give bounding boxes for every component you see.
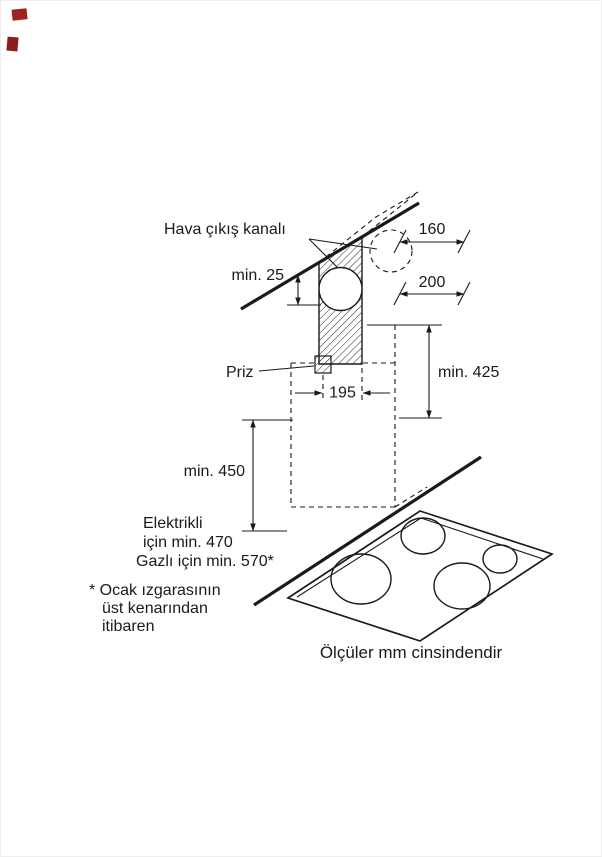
asterisk-note-line3: itibaren: [102, 618, 154, 635]
socket-leader-line: [258, 365, 315, 372]
distance-notes: Elektrikli için min. 470 Gazlı için min.…: [136, 515, 274, 570]
dim-160: 160: [393, 221, 471, 254]
dim-min-425: min. 425: [367, 324, 499, 419]
dim-min-425-label: min. 425: [438, 364, 499, 381]
dim-195: 195: [295, 368, 390, 402]
duct-projection-dashed: [318, 191, 419, 273]
duct-hole: [318, 266, 363, 312]
cooktop-outline: [286, 510, 554, 642]
dim-200-label: 200: [419, 274, 446, 291]
dim-min-25: min. 25: [232, 267, 321, 306]
asterisk-note-line2: üst kenarından: [102, 600, 208, 617]
dim-195-label: 195: [329, 385, 356, 402]
cooktop: [286, 510, 554, 642]
counter-line: [253, 455, 482, 607]
footer-label: Ölçüler mm cinsindendir: [320, 643, 503, 662]
burner-front-left: [330, 553, 392, 605]
red-mark-2: [6, 36, 19, 52]
asterisk-note-line1: * Ocak ızgarasının: [89, 582, 221, 599]
dim-min-450: min. 450: [184, 419, 293, 532]
air-outlet-leader-lines: [308, 238, 378, 268]
hood-outline-dashed: [290, 325, 428, 508]
dim-min-450-label: min. 450: [184, 463, 245, 480]
red-mark-1: [11, 8, 28, 21]
electric-note-line1: Elektrikli: [143, 515, 203, 532]
burner-back-right: [482, 544, 518, 574]
burner-back-center: [400, 517, 446, 555]
asterisk-note: * Ocak ızgarasının üst kenarından itibar…: [89, 582, 221, 635]
dim-200: 200: [393, 274, 471, 306]
burner-front-right: [433, 562, 491, 610]
dim-160-label: 160: [419, 221, 446, 238]
electric-note-line2: için min. 470: [143, 534, 233, 551]
dim-min-25-label: min. 25: [232, 267, 285, 284]
socket-label: Priz: [226, 364, 254, 381]
gas-note: Gazlı için min. 570*: [136, 553, 274, 570]
air-outlet-label: Hava çıkış kanalı: [164, 221, 286, 238]
cooktop-rim: [296, 517, 544, 598]
socket-box: [314, 355, 332, 374]
